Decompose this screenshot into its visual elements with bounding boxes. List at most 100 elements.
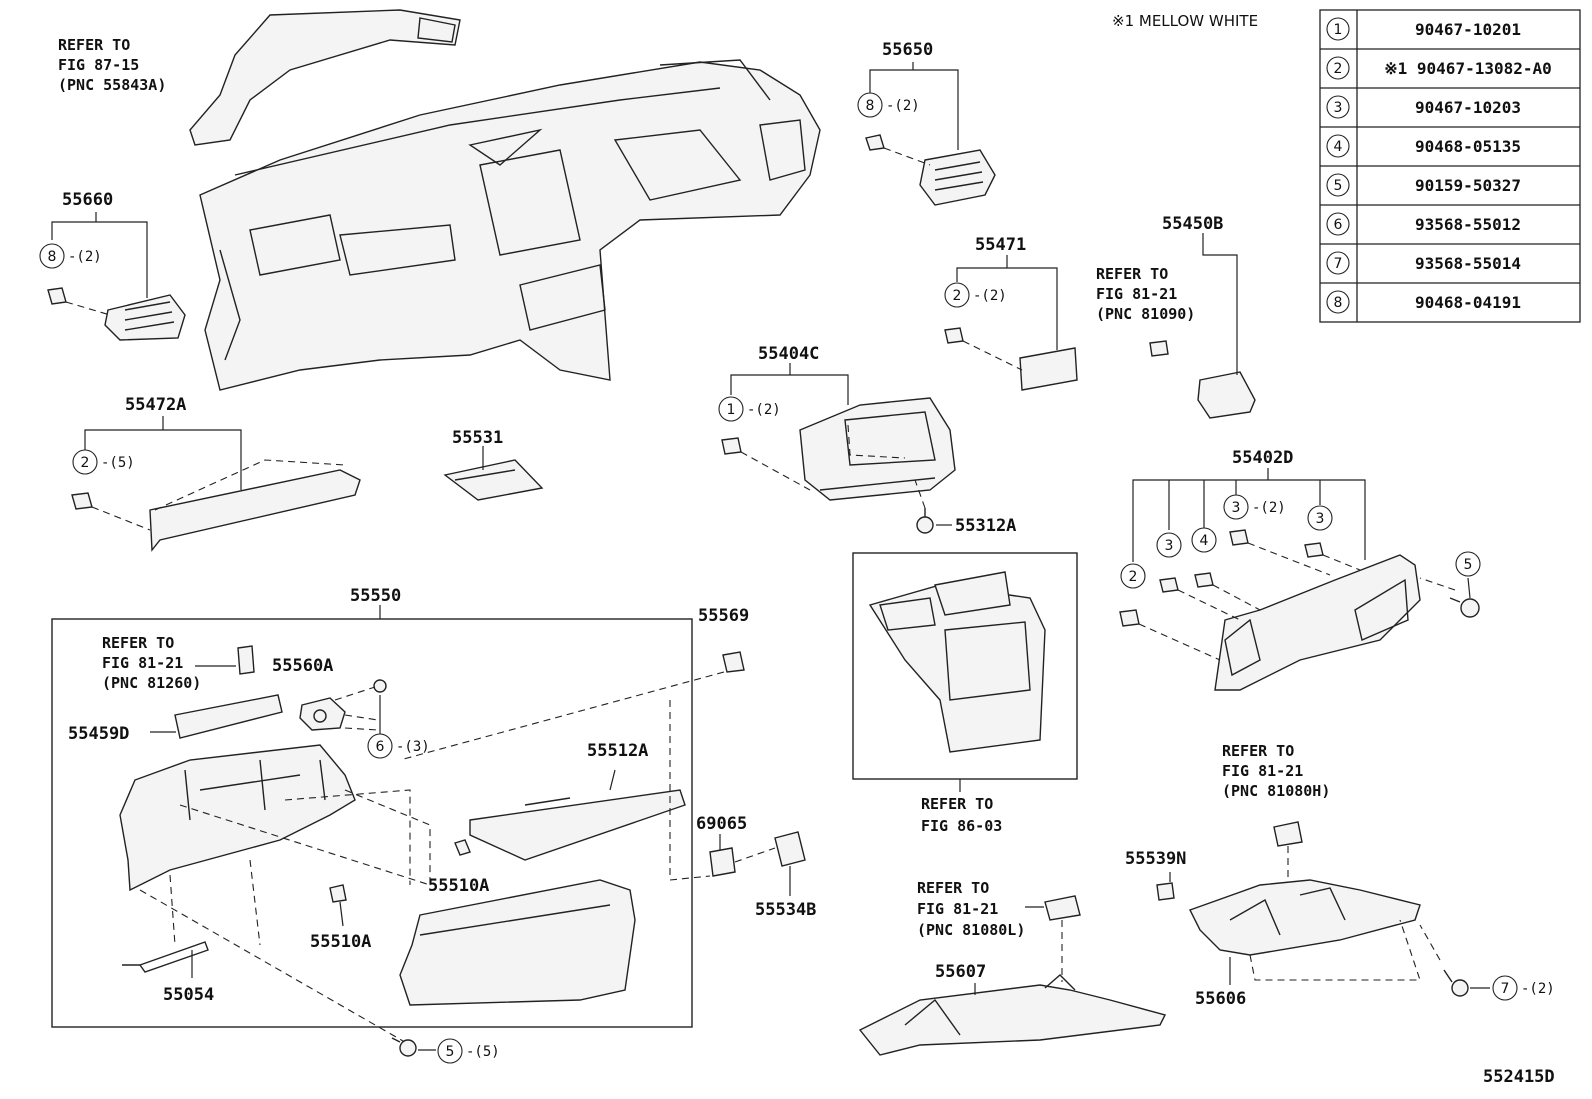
callout-circle <box>1191 527 1217 553</box>
refer-81080L: REFER TO FIG 81-21 (PNC 81080L) <box>917 879 1025 939</box>
screw-55312A <box>916 508 934 534</box>
svg-text:FIG 81-21: FIG 81-21 <box>102 654 183 672</box>
svg-text:REFER TO: REFER TO <box>102 634 174 652</box>
ref-number: 7 <box>1334 256 1343 272</box>
svg-text:(PNC 81260): (PNC 81260) <box>102 674 201 692</box>
instrument-panel <box>199 59 821 391</box>
callout-circle <box>1120 563 1146 589</box>
parts-table-row: 2 ※1 90467-13082-A0 <box>1326 56 1552 80</box>
callout-number: 7 <box>1501 981 1510 997</box>
bumper-55510A-2 <box>329 884 347 903</box>
label-55550: 55550 <box>350 586 401 606</box>
svg-text:FIG 81-21: FIG 81-21 <box>1096 285 1177 303</box>
svg-text:REFER TO: REFER TO <box>58 36 130 54</box>
svg-text:FIG 87-15: FIG 87-15 <box>58 56 139 74</box>
bolt-5-console <box>1449 597 1480 618</box>
glovebox-group-frame <box>51 618 693 1028</box>
callout-55650: 8-(2) <box>857 92 920 118</box>
ref-number: 4 <box>1334 139 1343 155</box>
ref-number-circle <box>1326 290 1350 314</box>
ref-number-circle <box>1326 95 1350 119</box>
parts-table-row: 4 90468-05135 <box>1326 134 1521 158</box>
callout-55560A: 6-(3) <box>367 733 430 759</box>
label-55054: 55054 <box>163 985 214 1005</box>
lock-55560A <box>299 679 387 731</box>
svg-text:REFER TO: REFER TO <box>1096 265 1168 283</box>
part-55569 <box>722 651 745 673</box>
ref-number-circle <box>1326 173 1350 197</box>
callout-number: 8 <box>48 249 57 265</box>
ref-number: 8 <box>1334 295 1343 311</box>
upper-duct <box>189 9 461 146</box>
vent-55650 <box>865 134 996 206</box>
label-55312A: 55312A <box>955 516 1016 536</box>
svg-text:FIG 86-03: FIG 86-03 <box>921 817 1002 835</box>
lower-panel-55607 <box>858 895 1167 1056</box>
callout-circle <box>944 282 970 308</box>
part-69065 <box>709 847 736 877</box>
callout-circle <box>857 92 883 118</box>
svg-text:REFER TO: REFER TO <box>921 795 993 813</box>
callout-55606: 7 -(2) <box>1492 975 1555 1001</box>
cluster-55404C <box>721 397 956 501</box>
part-number: 90467-10201 <box>1415 20 1521 39</box>
vent-55660 <box>47 287 186 341</box>
part-number: 90468-05135 <box>1415 137 1521 156</box>
callout-number: 4 <box>1200 533 1209 549</box>
svg-text:FIG 81-21: FIG 81-21 <box>1222 762 1303 780</box>
part-55534B <box>774 831 806 867</box>
ref-number-circle <box>1326 212 1350 236</box>
screw-7 <box>1443 969 1469 997</box>
callout-quantity: -(2) <box>1521 981 1555 997</box>
center-panel-frame <box>852 552 1078 780</box>
callout-number: 2 <box>953 288 962 304</box>
callout-number: 2 <box>81 455 90 471</box>
callout-circle <box>1455 551 1481 577</box>
part-55471 <box>944 327 1078 391</box>
svg-text:FIG 81-21: FIG 81-21 <box>917 900 998 918</box>
refer-87-15: REFER TO FIG 87-15 (PNC 55843A) <box>58 36 166 94</box>
refer-86-03: REFER TO FIG 86-03 <box>921 795 1002 835</box>
ref-number: 2 <box>1334 61 1343 77</box>
label-55560A: 55560A <box>272 656 333 676</box>
svg-text:(PNC 81090): (PNC 81090) <box>1096 305 1195 323</box>
label-55606: 55606 <box>1195 989 1246 1009</box>
callout-number: 2 <box>1129 569 1138 585</box>
svg-text:(PNC 55843A): (PNC 55843A) <box>58 76 166 94</box>
label-55404C: 55404C <box>758 344 819 364</box>
callout-55402D_a: 3-(2) <box>1223 494 1286 520</box>
ref-number: 3 <box>1334 100 1343 116</box>
callout-55404C: 1-(2) <box>718 396 781 422</box>
callout-number: 5 <box>1464 557 1473 573</box>
legend-note: ※1 MELLOW WHITE <box>1112 12 1259 30</box>
label-55459D: 55459D <box>68 724 129 744</box>
damper-55054 <box>122 941 209 973</box>
ref-number-circle <box>1326 56 1350 80</box>
callout-circle <box>437 1038 463 1064</box>
callout-circle <box>1223 494 1249 520</box>
callout-quantity: -(2) <box>973 288 1007 304</box>
svg-text:REFER TO: REFER TO <box>917 879 989 897</box>
console-55402D <box>1119 529 1421 691</box>
label-55471: 55471 <box>975 235 1026 255</box>
svg-text:(PNC 81080H): (PNC 81080H) <box>1222 782 1330 800</box>
part-number: 93568-55014 <box>1415 254 1521 273</box>
label-55607: 55607 <box>935 962 986 982</box>
callout-circle <box>39 243 65 269</box>
ref-number: 1 <box>1334 22 1343 38</box>
label-69065: 69065 <box>696 814 747 834</box>
ref-number-circle <box>1326 251 1350 275</box>
label-55472A: 55472A <box>125 395 186 415</box>
label-55450B: 55450B <box>1162 214 1223 234</box>
svg-text:REFER TO: REFER TO <box>1222 742 1294 760</box>
part-number: ※1 90467-13082-A0 <box>1384 59 1552 78</box>
label-55510A-1: 55510A <box>428 876 489 896</box>
callout-number: 5 <box>446 1044 455 1060</box>
callout-circle <box>72 449 98 475</box>
lower-panel-55606 <box>1156 821 1421 956</box>
